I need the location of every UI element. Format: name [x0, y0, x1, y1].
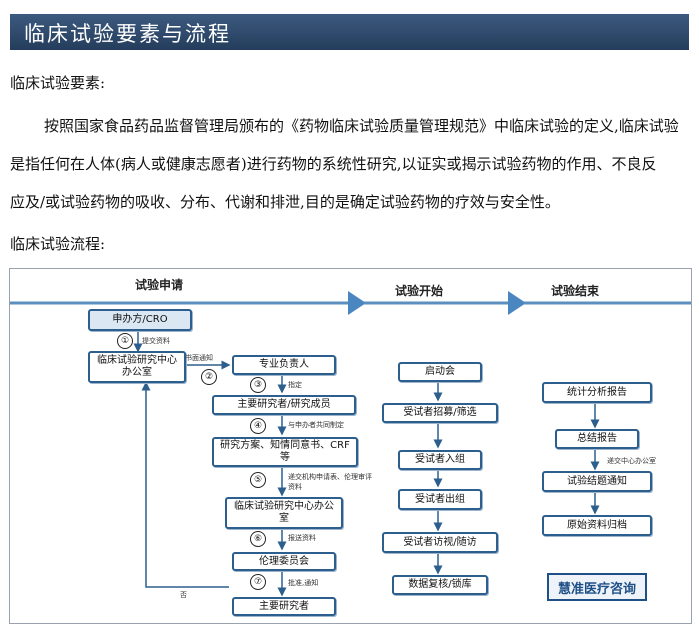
professional-leader-box: 专业负责人 — [232, 355, 336, 375]
kickoff-meeting-box: 启动会 — [398, 362, 482, 382]
process-flowchart: 试验申请 试验开始 试验结束 申办方/CRO 临床试验研究中心办公室 专业负责人… — [9, 268, 692, 624]
note-submit: 提交资料 — [142, 337, 170, 345]
step-number: ⑤ — [250, 472, 266, 488]
statistical-report-box: 统计分析报告 — [542, 382, 652, 403]
completion-notice-box: 试验结题通知 — [542, 471, 652, 492]
subject-enrollment-box: 受试者入组 — [398, 450, 482, 470]
step-number: ① — [117, 333, 133, 349]
paragraph-line: 是指任何在人体(病人或健康志愿者)进行药物的系统性研究,以证实或揭示试验药物的作… — [10, 155, 657, 173]
stage-arrow-1 — [348, 291, 366, 315]
title-banner: 临床试验要素与流程 — [10, 14, 689, 50]
step-number: ④ — [250, 418, 266, 434]
step-number: ③ — [250, 377, 266, 393]
company-logo: 慧准医疗咨询 — [547, 573, 647, 601]
subject-followup-box: 受试者访视/随访 — [382, 532, 498, 553]
note-designate: 指定 — [288, 381, 302, 389]
subject-exit-box: 受试者出组 — [398, 489, 482, 510]
note-report: 报送资料 — [288, 534, 316, 542]
data-lock-box: 数据复核/锁库 — [392, 575, 488, 595]
note-written-notice: 书面通知 — [185, 354, 213, 362]
step-number: ⑥ — [250, 531, 266, 547]
note-submit-application: 递交机构申请表、伦理审评资料 — [288, 473, 372, 491]
note-approve: 批准,通知 — [288, 579, 319, 587]
stage-label-start: 试验开始 — [395, 284, 444, 298]
stage-label-end: 试验结束 — [551, 284, 600, 298]
paragraph-line: 应及/或试验药物的吸收、分布、代谢和排泄,目的是确定试验药物的疗效与安全性。 — [10, 193, 560, 211]
note-no: 否 — [180, 591, 187, 599]
flowchart-connectors — [10, 291, 691, 597]
research-office-box-2: 临床试验研究中心办公室 — [225, 497, 343, 529]
summary-report-box: 总结报告 — [555, 429, 639, 449]
note-submit-office: 递交中心办公室 — [607, 457, 656, 465]
stage-label-apply: 试验申请 — [135, 278, 184, 292]
investigators-box: 主要研究者/研究成员 — [212, 395, 356, 415]
paragraph-line: 按照国家食品药品监督管理局颁布的《药物临床试验质量管理规范》中临床试验的定义,临… — [44, 117, 679, 135]
page-title: 临床试验要素与流程 — [24, 22, 231, 46]
process-heading: 临床试验流程: — [10, 235, 106, 253]
step-number: ⑦ — [250, 574, 266, 590]
subject-recruitment-box: 受试者招募/筛选 — [382, 403, 498, 423]
stage-arrow-2 — [508, 291, 526, 315]
research-office-box: 临床试验研究中心办公室 — [88, 351, 186, 383]
elements-heading: 临床试验要素: — [10, 74, 106, 92]
note-co-develop: 与申办者共同制定 — [288, 421, 344, 429]
sponsor-cro-box: 申办方/CRO — [88, 309, 192, 331]
archive-box: 原始资料归档 — [542, 515, 652, 536]
principal-investigator-box: 主要研究者 — [232, 597, 336, 616]
protocol-documents-box: 研究方案、知情同意书、CRF等 — [212, 437, 358, 467]
step-number: ② — [201, 369, 217, 385]
ethics-committee-box: 伦理委员会 — [232, 552, 336, 571]
